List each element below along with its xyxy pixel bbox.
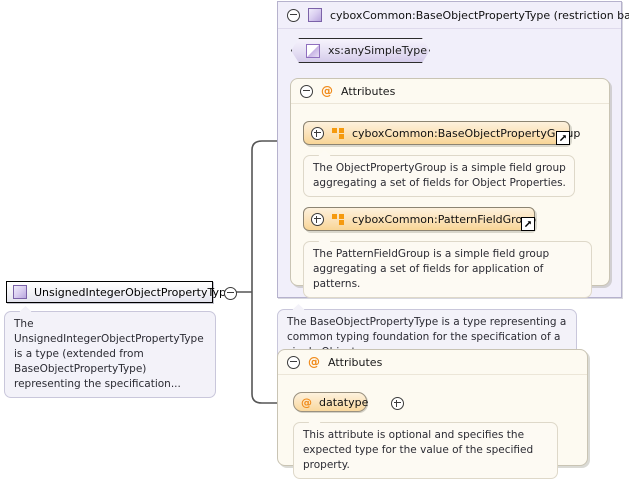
attribute-group-base-object-property-group[interactable]: cyboxCommon:BaseObjectPropertyGroup: [303, 121, 580, 145]
root-node-annotation: The UnsignedIntegerObjectPropertyType is…: [4, 311, 216, 398]
external-link-icon[interactable]: [556, 131, 570, 145]
at-icon: @: [321, 84, 333, 98]
attribute-datatype[interactable]: @ datatype: [293, 392, 369, 412]
root-node-unsigned-integer-object-property-type[interactable]: UnsignedIntegerObjectPropertyType: [6, 281, 233, 303]
own-attributes-label: Attributes: [328, 355, 383, 369]
base-type-collapse-toggle[interactable]: [287, 8, 300, 22]
at-icon: @: [308, 355, 320, 369]
own-attributes-collapse-toggle[interactable]: [287, 355, 300, 369]
complex-type-icon: [13, 285, 27, 299]
simple-type-icon: [306, 44, 320, 58]
at-icon: @: [301, 395, 312, 409]
external-link-icon[interactable]: [521, 217, 535, 231]
attribute-group-annotation-1: The ObjectPropertyGroup is a simple fiel…: [303, 155, 575, 197]
simple-type-node-any-simple-type[interactable]: xs:anySimpleType: [291, 38, 430, 63]
attribute-group-pattern-field-group[interactable]: cyboxCommon:PatternFieldGroup: [303, 207, 537, 231]
attribute-datatype-annotation: This attribute is optional and specifies…: [293, 422, 558, 479]
attribute-group-label: cyboxCommon:BaseObjectPropertyGroup: [352, 126, 581, 140]
base-attributes-collapse-toggle[interactable]: [300, 84, 313, 98]
base-attributes-label: Attributes: [341, 84, 396, 98]
attribute-datatype-label: datatype: [319, 395, 369, 409]
root-node-label: UnsignedIntegerObjectPropertyType: [34, 285, 233, 299]
attribute-group-annotation-2: The PatternFieldGroup is a simple field …: [303, 241, 592, 298]
complex-type-icon: [308, 8, 322, 22]
attribute-group-expand-toggle[interactable]: [311, 126, 324, 140]
attribute-group-icon: [332, 127, 344, 139]
attribute-datatype-expand-toggle[interactable]: [390, 397, 404, 410]
own-attributes-header: @ Attributes: [278, 350, 587, 375]
attribute-group-icon: [332, 213, 344, 225]
base-type-title: cyboxCommon:BaseObjectPropertyType (rest…: [330, 8, 629, 22]
simple-type-label: xs:anySimpleType: [328, 44, 427, 57]
base-attributes-header: @ Attributes: [291, 79, 609, 104]
attribute-group-label: cyboxCommon:PatternFieldGroup: [352, 212, 537, 226]
root-node-collapse-toggle[interactable]: [224, 287, 237, 300]
base-type-panel-header: cyboxCommon:BaseObjectPropertyType (rest…: [278, 2, 629, 29]
attribute-group-expand-toggle[interactable]: [311, 212, 324, 226]
